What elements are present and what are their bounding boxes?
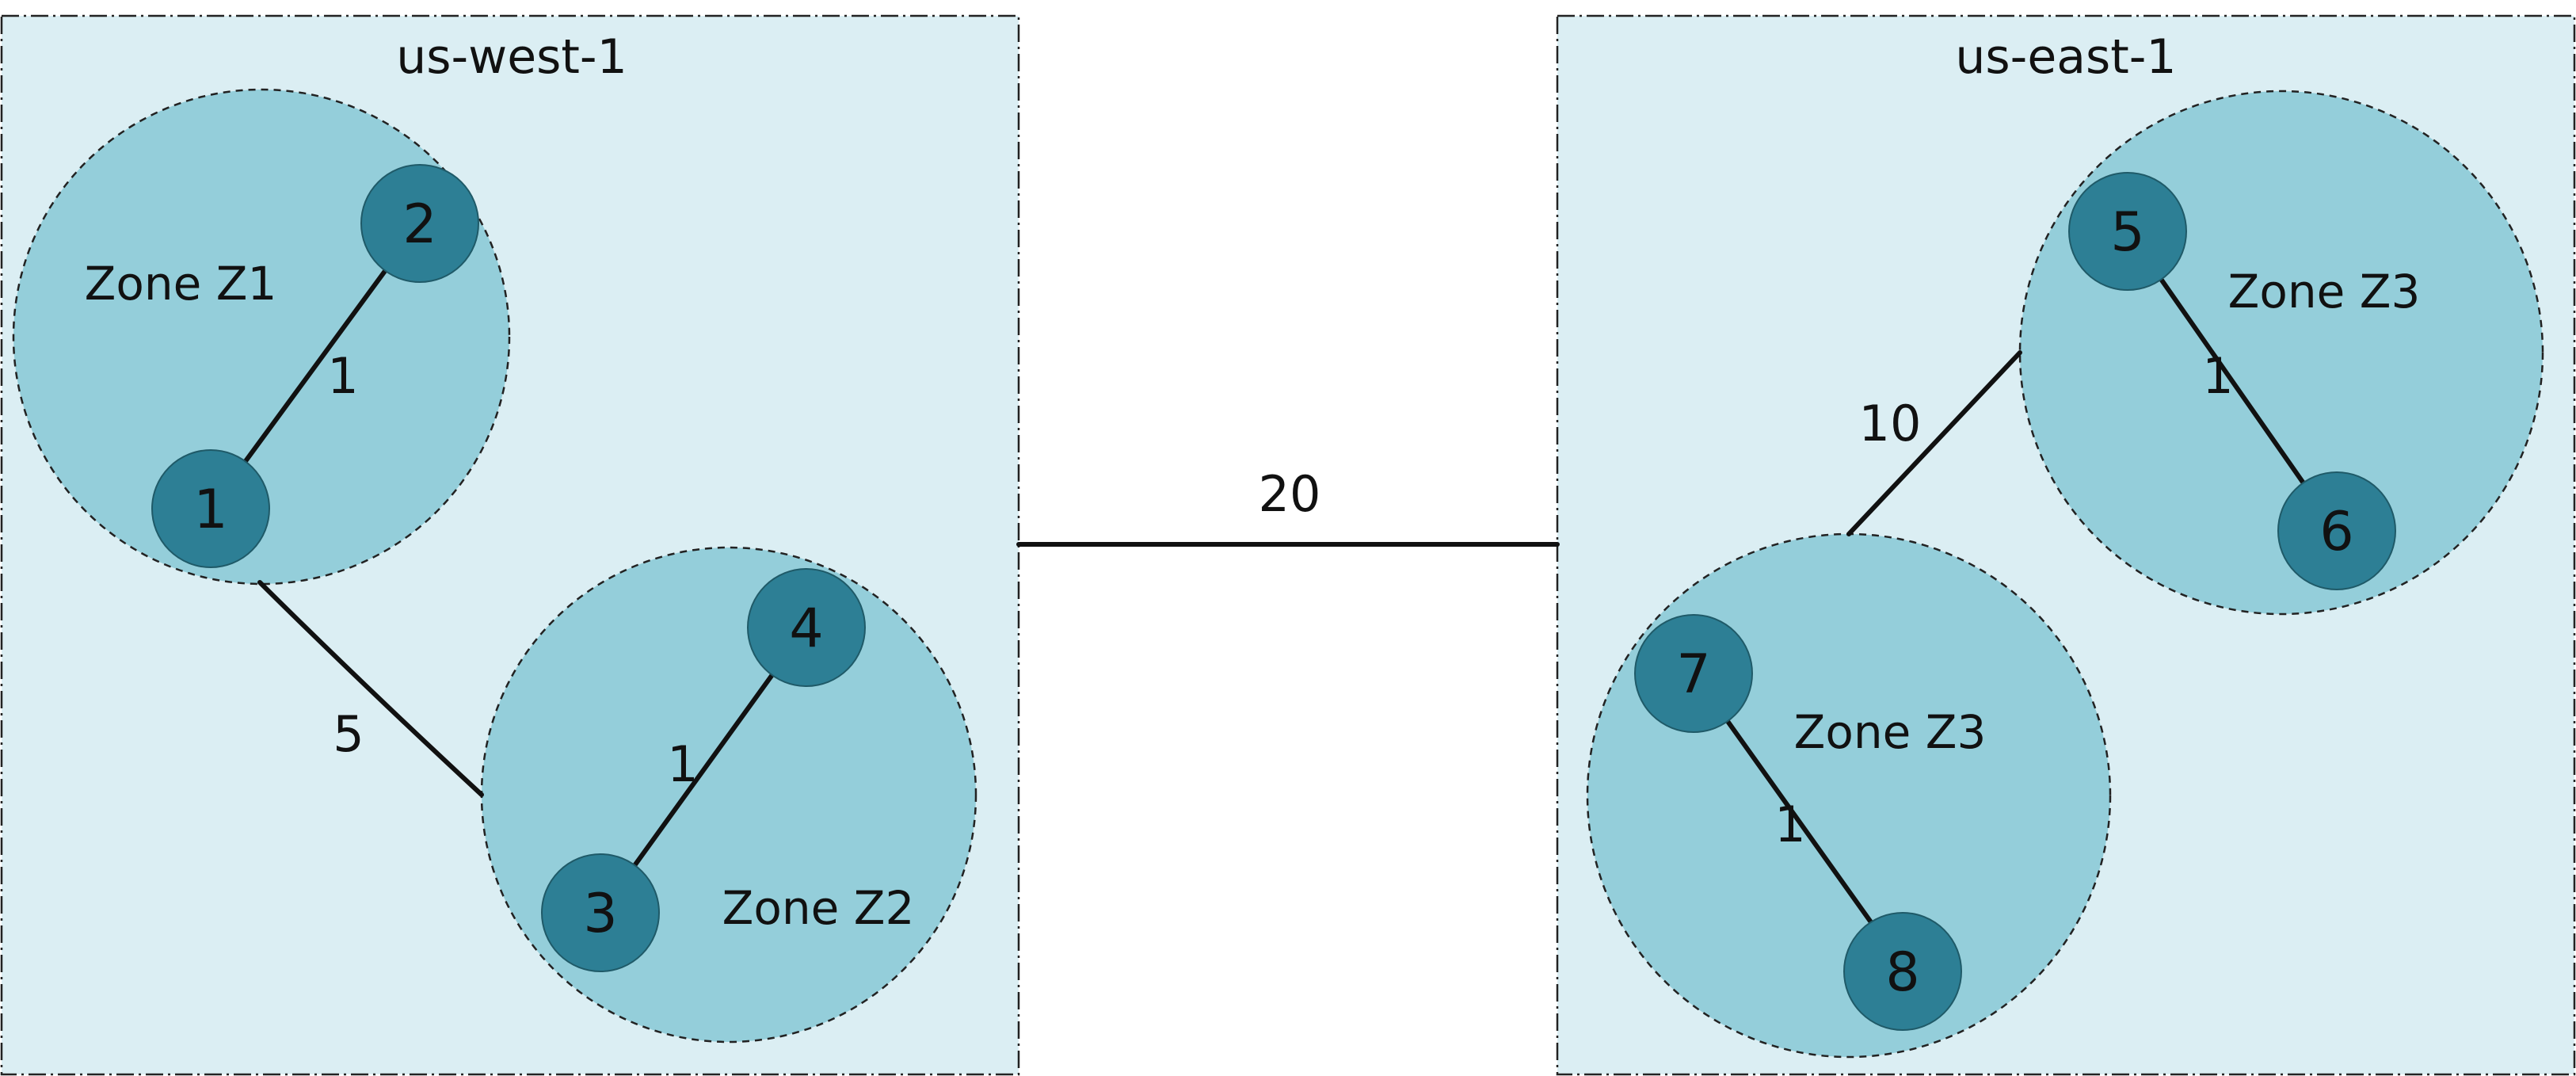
node-label: 1: [193, 479, 227, 541]
edge-zone-z3-zone-z3: 10: [1846, 350, 2022, 536]
edge-weight-label: 10: [1859, 395, 1922, 452]
region-label-us-west-1: us-west-1: [396, 29, 627, 85]
edge-weight-label: 1: [2202, 347, 2233, 405]
edge-us-west-1-us-east-1: 20: [1016, 465, 1560, 547]
node-label: 2: [402, 193, 436, 256]
zone-label-z1: Zone Z1: [85, 257, 277, 311]
node-label: 7: [1676, 643, 1710, 706]
node-circle: [151, 449, 270, 568]
node-label: 6: [2319, 501, 2353, 563]
edge-node-5-node-6: 1: [2125, 229, 2339, 533]
node-label: 5: [2110, 201, 2144, 264]
edge-weight-label: 1: [1774, 796, 1805, 853]
node-5: 5: [2068, 172, 2187, 291]
node-8: 8: [1843, 912, 1962, 1031]
edge-line: [1691, 671, 1905, 969]
node-circle: [1843, 912, 1962, 1031]
edge-weight-label: 1: [667, 735, 698, 793]
zone-label-z2: Zone Z2: [722, 881, 915, 935]
edge-line: [257, 580, 484, 797]
node-circle: [360, 164, 479, 283]
node-2: 2: [360, 164, 479, 283]
node-label: 8: [1885, 941, 1919, 1004]
region-label-us-east-1: us-east-1: [1955, 29, 2176, 85]
node-circle: [1634, 614, 1753, 733]
node-6: 6: [2277, 471, 2396, 590]
zone-circle-z2: [480, 546, 977, 1044]
node-4: 4: [747, 568, 866, 687]
edge-line: [2125, 229, 2339, 533]
edge-line: [1846, 350, 2022, 536]
zone-label-z3-upper: Zone Z3: [2228, 265, 2421, 319]
node-circle: [747, 568, 866, 687]
node-circle: [541, 853, 660, 972]
node-circle: [2068, 172, 2187, 291]
zone-label-z3-lower: Zone Z3: [1794, 705, 1987, 759]
node-3: 3: [541, 853, 660, 972]
node-circle: [2277, 471, 2396, 590]
edge-weight-label: 5: [333, 705, 364, 763]
edge-weight-label: 1: [327, 347, 358, 405]
edge-node-7-node-8: 1: [1691, 671, 1905, 969]
node-label: 4: [789, 597, 823, 660]
zone-z2: Zone Z2: [480, 546, 977, 1044]
node-label: 3: [583, 883, 617, 945]
node-7: 7: [1634, 614, 1753, 733]
edge-weight-label: 20: [1259, 465, 1321, 523]
node-1: 1: [151, 449, 270, 568]
edge-zone-z1-zone-z2: 5: [257, 580, 484, 797]
